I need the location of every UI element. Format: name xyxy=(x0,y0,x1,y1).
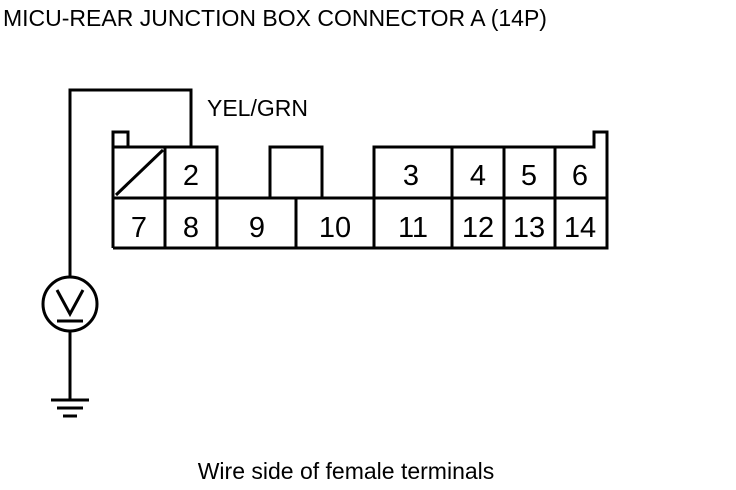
pin-label: 10 xyxy=(319,212,351,244)
top-row-pins: 2 3 4 5 6 xyxy=(183,160,588,192)
pin-label: 11 xyxy=(398,212,428,244)
pin-label: 2 xyxy=(183,160,199,192)
probe-wire xyxy=(68,88,193,278)
pin-label: 8 xyxy=(183,212,199,244)
pin-label: 7 xyxy=(131,212,147,244)
pin-label: 14 xyxy=(564,212,596,244)
pin-label: 6 xyxy=(572,160,588,192)
wire-color-label: YEL/GRN xyxy=(207,95,308,121)
pin-label: 4 xyxy=(470,160,486,192)
connector-body xyxy=(111,130,609,250)
pin-label: 12 xyxy=(462,212,494,244)
pin-label: 9 xyxy=(249,212,265,244)
pin-label: 3 xyxy=(403,160,419,192)
diagram-title: MICU-REAR JUNCTION BOX CONNECTOR A (14P) xyxy=(3,5,547,31)
pin-label: 5 xyxy=(521,160,537,192)
pin-label: 13 xyxy=(513,212,545,244)
voltmeter-icon xyxy=(41,275,99,333)
unused-cavity-slash xyxy=(114,148,165,197)
ground-icon xyxy=(51,398,89,418)
diagram-caption: Wire side of female terminals xyxy=(198,458,495,484)
bottom-row-pins: 7 8 9 10 11 12 13 14 xyxy=(131,212,596,244)
